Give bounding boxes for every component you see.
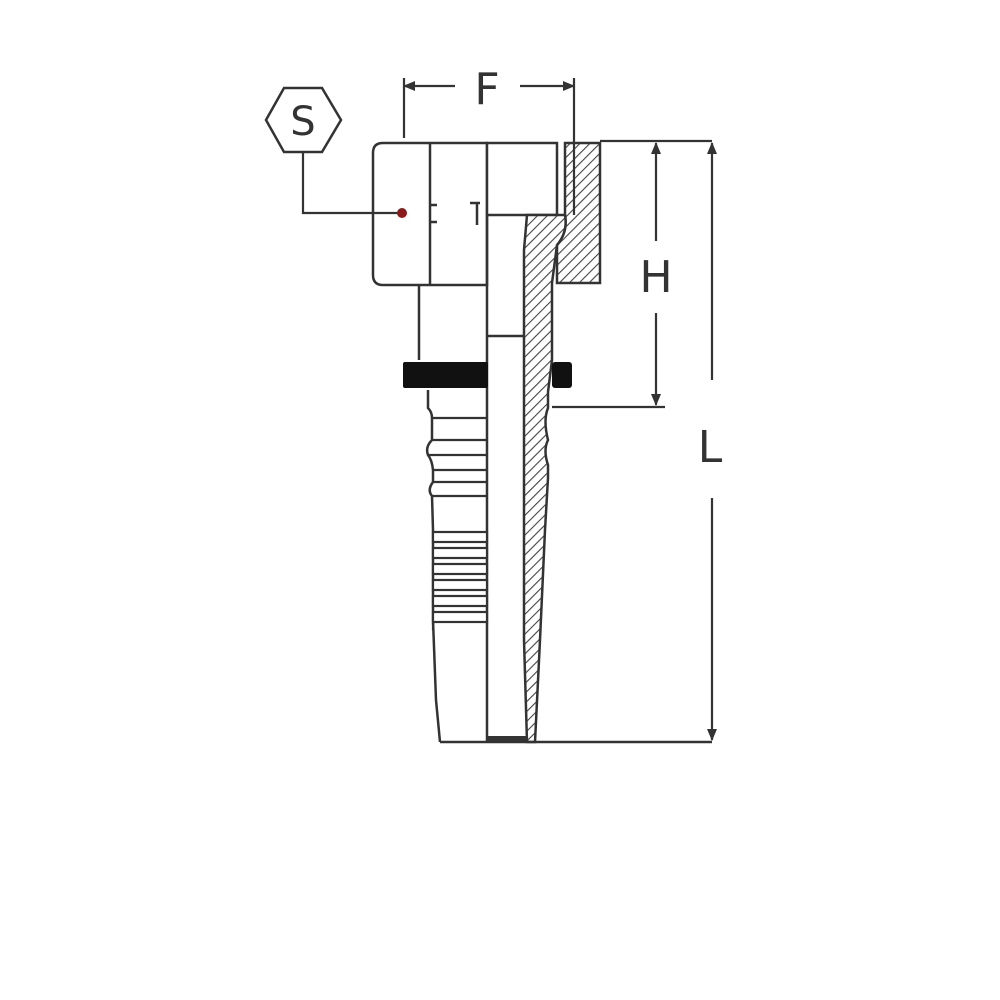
hexagon-icon	[264, 86, 343, 154]
nut-section-hatch	[555, 141, 602, 285]
dimension-h	[552, 139, 712, 409]
leader-line	[301, 152, 400, 215]
wrench-size-label: S	[290, 99, 315, 145]
wrench-size-callout: S	[264, 86, 407, 218]
hose-barbs	[428, 416, 489, 630]
dimension-l-label: L	[698, 422, 723, 473]
hex-nut	[371, 141, 559, 287]
dimension-f	[402, 78, 576, 215]
leader-dot	[397, 208, 407, 218]
nipple-body	[417, 215, 525, 743]
dimension-h-label: H	[639, 252, 672, 303]
bottom-bore-mark	[487, 736, 527, 742]
dimension-f-label: F	[474, 64, 499, 115]
nipple-section-hatch	[522, 213, 567, 744]
o-ring-seal	[403, 362, 572, 388]
